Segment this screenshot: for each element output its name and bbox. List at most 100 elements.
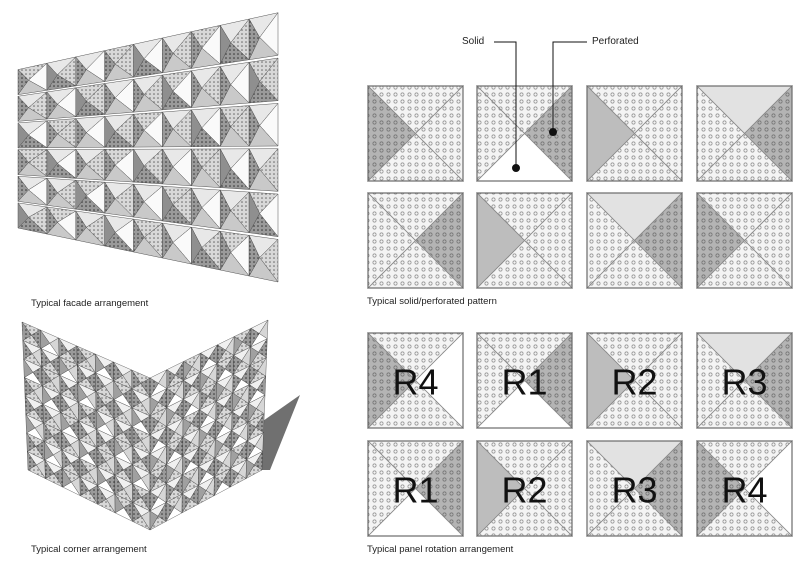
corner-facet	[149, 377, 159, 398]
corner-facet	[248, 384, 258, 405]
corner-facet	[43, 440, 54, 461]
corner-facet	[132, 463, 142, 484]
rotation-label: R3	[721, 362, 767, 403]
rotation-label: R2	[611, 362, 657, 403]
panel-frame	[476, 440, 573, 537]
corner-facet	[132, 501, 142, 522]
corner-facet	[199, 371, 209, 392]
corner-facet	[232, 373, 242, 394]
corner-facet	[149, 472, 159, 493]
corner-facet	[78, 438, 89, 459]
facade-facet	[104, 214, 116, 247]
facade-facet	[191, 148, 203, 187]
rotation-panel: R3	[696, 332, 793, 429]
corner-facet	[215, 419, 224, 440]
rotation-panel: R4	[367, 332, 464, 429]
panel-frame	[586, 192, 683, 289]
corner-facet	[79, 457, 89, 478]
corner-facet	[114, 493, 125, 514]
facade-facet	[191, 108, 203, 148]
facade-facet	[219, 106, 232, 147]
corner-facet	[78, 420, 88, 440]
corner-facet	[182, 436, 192, 457]
corner-facet	[245, 459, 255, 480]
panel-frame	[696, 332, 793, 429]
rotation-label: R1	[392, 470, 438, 511]
panel-frame	[476, 85, 573, 182]
facade-facet	[46, 206, 58, 235]
pattern-panel	[696, 85, 793, 182]
facade-caption: Typical facade arrangement	[31, 298, 149, 309]
rotation-label: R4	[721, 470, 767, 511]
facade-facet	[46, 62, 58, 92]
corner-facet	[26, 432, 36, 452]
corner-facet	[62, 467, 72, 488]
corner-facet	[131, 445, 142, 465]
facade-facet	[104, 181, 116, 214]
panel-frame	[586, 440, 683, 537]
facade-facet	[191, 188, 203, 226]
corner-facet	[113, 417, 124, 438]
panel-frame	[367, 192, 464, 289]
panel-frame	[696, 192, 793, 289]
facade-facet	[17, 122, 29, 149]
corner-facet	[131, 407, 142, 428]
facade-facet	[219, 231, 232, 271]
pattern-panel	[476, 85, 573, 182]
facade-facet	[219, 65, 232, 106]
corner-facet	[233, 336, 243, 357]
rotation-label: R2	[501, 470, 547, 511]
corner-facet	[40, 347, 51, 368]
corner-facet	[77, 364, 87, 384]
facade-facet	[46, 177, 58, 206]
corner-facet	[216, 363, 226, 384]
facade-facet	[75, 210, 87, 241]
facade-facet	[17, 95, 29, 123]
corner-facet	[149, 510, 159, 531]
corner-facet	[44, 459, 55, 479]
rotation-panel: R2	[586, 332, 683, 429]
facade-facet	[75, 148, 87, 180]
facade-facet	[133, 78, 145, 114]
rotation-label: R4	[392, 362, 438, 403]
corner-facet	[131, 369, 142, 390]
facade-facet	[75, 87, 87, 118]
pattern-panel	[586, 192, 683, 289]
rotation-panel: R3	[586, 440, 683, 537]
facade-facet	[46, 120, 58, 149]
corner-facet	[230, 449, 240, 470]
facade-facet	[104, 82, 116, 116]
solid-callout-label: Solid	[462, 36, 485, 47]
panel-frame	[476, 192, 573, 289]
facade-facet	[75, 56, 87, 87]
corner-facet	[23, 358, 34, 378]
facade-facet	[162, 74, 174, 111]
pattern-panel	[476, 192, 573, 289]
perforated-leader-dot	[549, 128, 557, 136]
corner-facet	[200, 352, 210, 373]
corner-facet	[181, 493, 191, 514]
corner-facet	[165, 502, 175, 523]
corner-facet	[215, 382, 225, 403]
corner-facet	[114, 455, 124, 476]
facade-facet	[133, 43, 145, 79]
corner-facet	[182, 474, 191, 495]
corner-facet	[249, 346, 259, 367]
corner-facet	[199, 390, 209, 411]
corner-facet	[95, 372, 105, 392]
corner-facet	[182, 455, 191, 476]
corner-facet	[166, 388, 176, 409]
corner-facet	[149, 434, 159, 455]
corner-facet	[96, 428, 106, 449]
rotation-caption: Typical panel rotation arrangement	[367, 544, 514, 555]
corner-facet	[41, 385, 52, 405]
corner-facet	[166, 369, 176, 390]
rotation-panel: R1	[476, 332, 573, 429]
facade-facet	[248, 148, 260, 190]
facade-facet	[46, 148, 58, 178]
corner-facet	[94, 353, 105, 374]
corner-facet	[76, 345, 87, 366]
corner-facet	[114, 474, 124, 495]
corner-facet	[113, 380, 124, 401]
corner-facet	[183, 379, 193, 401]
